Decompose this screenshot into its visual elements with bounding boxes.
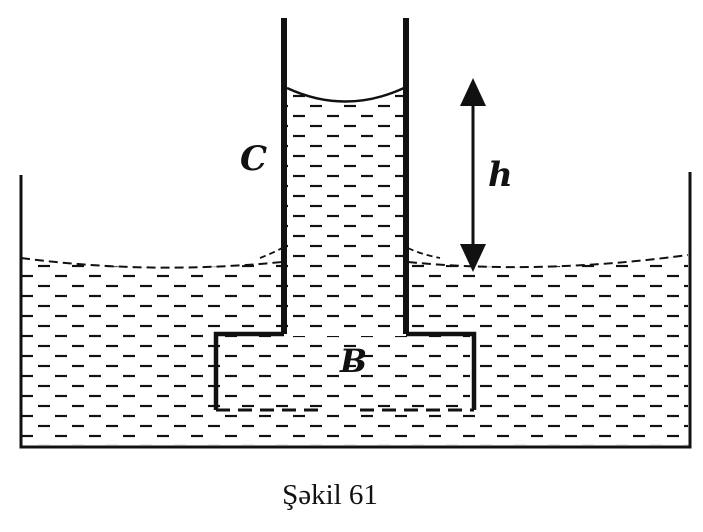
height-label: h xyxy=(488,155,513,195)
outer-liquid-surface-right xyxy=(407,254,689,269)
right-wall-meniscus xyxy=(407,247,441,259)
block-liquid xyxy=(218,336,470,408)
block-b xyxy=(213,331,477,412)
figure-caption: Şəkil 61 xyxy=(282,479,378,511)
capillary-tube xyxy=(281,18,409,334)
left-wall-meniscus xyxy=(259,247,283,259)
tube-liquid xyxy=(287,88,404,332)
tube-meniscus xyxy=(286,86,405,103)
double-headed-vertical-arrow-icon xyxy=(460,78,486,272)
outer-liquid-surface xyxy=(20,257,283,269)
block-label: B xyxy=(339,342,367,380)
outer-vessel xyxy=(19,172,692,449)
tube-label: C xyxy=(240,139,267,179)
